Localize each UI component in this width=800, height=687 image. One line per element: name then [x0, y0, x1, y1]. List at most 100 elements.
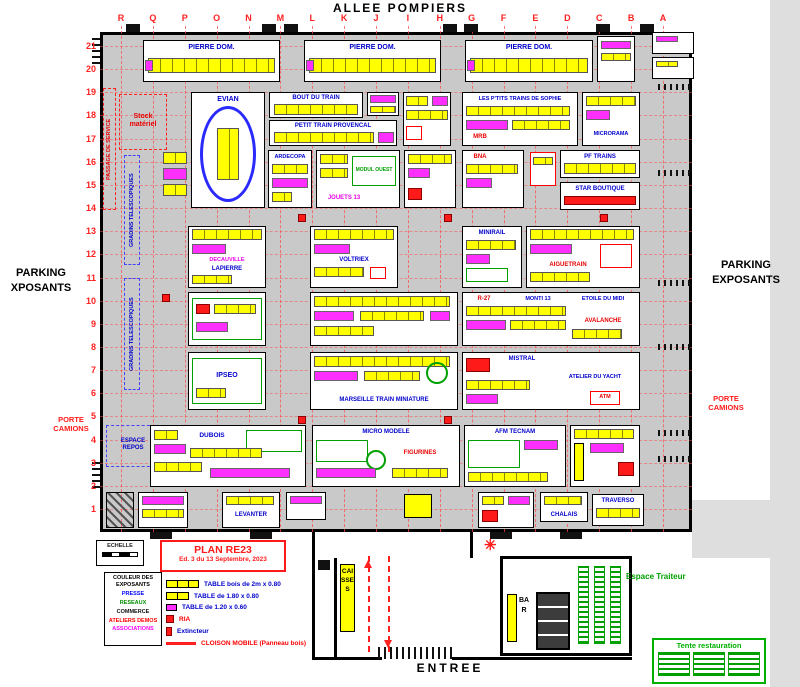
booth-shape-hatch: [443, 24, 457, 32]
booth-shape-island: [316, 150, 400, 208]
booth-label: AVALANCHE: [584, 317, 622, 324]
booth-shape-tm: [466, 254, 490, 264]
column-letter: R: [117, 13, 125, 23]
column-letter: Q: [149, 13, 157, 23]
legend-item: TABLE de 1.20 x 0.60: [166, 604, 326, 611]
booth-label: AFM TECNAM: [494, 428, 536, 435]
wall: [500, 653, 632, 656]
booth-shape-ty: [142, 509, 184, 518]
booth-shape-hatchbox: [106, 492, 134, 528]
column-letter: J: [373, 13, 379, 23]
booth-label: LAPIERRE: [211, 265, 243, 272]
legend-swatch-y2: [166, 592, 189, 600]
exposant-color-item: ASSOCIATIONS: [112, 626, 154, 633]
booth-shape-tm: [601, 41, 631, 49]
plan-edition: Ed. 3 du 13 Septembre, 2023: [179, 556, 267, 563]
bar-shelves: [536, 592, 570, 650]
booth-label: JOUETS 13: [327, 195, 361, 202]
legend-item: Extincteur: [166, 627, 326, 636]
booth-shape-tm: [466, 178, 492, 188]
booth-shape-tg: [468, 440, 520, 468]
booth-label: MRB: [473, 134, 487, 141]
exposant-color-item: PRESSE: [121, 591, 145, 598]
booth-shape-ty: [408, 154, 452, 164]
legend-label: CLOISON MOBILE (Panneau bois): [201, 640, 307, 647]
booth-shape-hatch: [250, 532, 272, 539]
grid-line-vertical: [280, 26, 282, 532]
column-letter: F: [500, 13, 507, 23]
grid-line-vertical: [407, 26, 409, 532]
booth-shape-ty: [154, 462, 202, 472]
booth-shape-ty: [466, 106, 570, 116]
column-letter: M: [276, 13, 285, 23]
booth-label: PF TRAINS: [584, 153, 616, 160]
booth-shape-tm: [508, 496, 530, 505]
column-letter: E: [532, 13, 539, 23]
booth-shape-tred: [600, 214, 608, 222]
exposant-colors-title: COULEUR DES EXPOSANTS: [112, 575, 154, 588]
booth-shape-ty: [314, 229, 394, 240]
grid-line-horizontal: [100, 208, 692, 210]
booth-shape-tm: [586, 110, 610, 120]
booth-shape-hatch: [150, 532, 172, 539]
booth-shape-tm: [192, 244, 226, 254]
booth-label: MISTRAL: [508, 355, 536, 362]
legend-label: RIA: [179, 615, 191, 623]
legend-item: RIA: [166, 615, 326, 623]
door-mark: [318, 560, 330, 570]
row-number: 14: [85, 203, 96, 214]
booth-shape-cg: [366, 450, 386, 470]
booth-shape-comb: [658, 430, 690, 436]
booth-shape-cg: [426, 362, 448, 384]
allee-pompiers-label: ALLEE POMPIERS: [332, 1, 467, 15]
booth-shape-combv: [92, 38, 100, 64]
booth-shape-tg: [246, 430, 302, 452]
booth-shape-ty: [468, 472, 548, 482]
booth-shape-dashb: [124, 155, 140, 265]
entree-label: ENTREE: [416, 661, 484, 675]
booth-shape-tm: [524, 440, 558, 450]
row-number: 13: [85, 226, 96, 237]
wall: [500, 556, 632, 559]
traiteur-table: [610, 566, 621, 644]
booth-label: TRAVERSO: [601, 497, 635, 504]
booth-shape-tm: [430, 311, 450, 321]
booth-shape-tg: [316, 440, 368, 462]
booth-shape-ty: [601, 53, 631, 61]
row-number: 1: [90, 504, 96, 514]
bar-counter: [507, 594, 517, 642]
booth-shape-comb: [658, 344, 690, 350]
booth-shape-tm: [656, 36, 678, 42]
booth-shape-tm: [378, 132, 394, 143]
row-number: 7: [90, 365, 96, 376]
booth-label: MARSEILLE TRAIN MINIATURE: [339, 397, 429, 404]
row-number: 20: [85, 64, 96, 75]
booth-shape-ty: [274, 104, 358, 115]
booth-shape-tg: [466, 268, 508, 282]
plan-title-box: PLAN RE23 Ed. 3 du 13 Septembre, 2023: [160, 540, 286, 572]
booth-shape-tm: [432, 96, 448, 106]
booth-shape-ty: [320, 168, 348, 178]
booth-label: MICRORAMA: [593, 131, 629, 138]
booth-shape-ty: [196, 388, 226, 398]
booth-label: MODUL OUEST: [355, 166, 393, 173]
legend-item: TABLE bois de 2m x 0.80: [166, 580, 326, 588]
wall: [312, 657, 382, 660]
booth-shape-hatch: [464, 24, 478, 32]
legend-swatch-y3: [166, 580, 199, 588]
booth-shape-tm: [590, 443, 624, 453]
booth-label: IPSEO: [216, 372, 238, 380]
grid-line-horizontal: [100, 346, 692, 348]
traiteur-table: [594, 566, 605, 644]
booth-shape-ty: [226, 496, 274, 505]
booth-shape-ty: [309, 58, 436, 73]
column-letter: O: [213, 13, 221, 23]
tente-restauration-box: Tente restauration: [652, 638, 766, 684]
booth-shape-ty: [572, 329, 622, 339]
booth-shape-island: [462, 92, 578, 146]
column-letter: P: [181, 13, 188, 23]
booth-label: MINIRAIL: [478, 229, 506, 236]
booth-shape-hatch: [640, 24, 654, 32]
booth-shape-tm: [142, 496, 184, 505]
